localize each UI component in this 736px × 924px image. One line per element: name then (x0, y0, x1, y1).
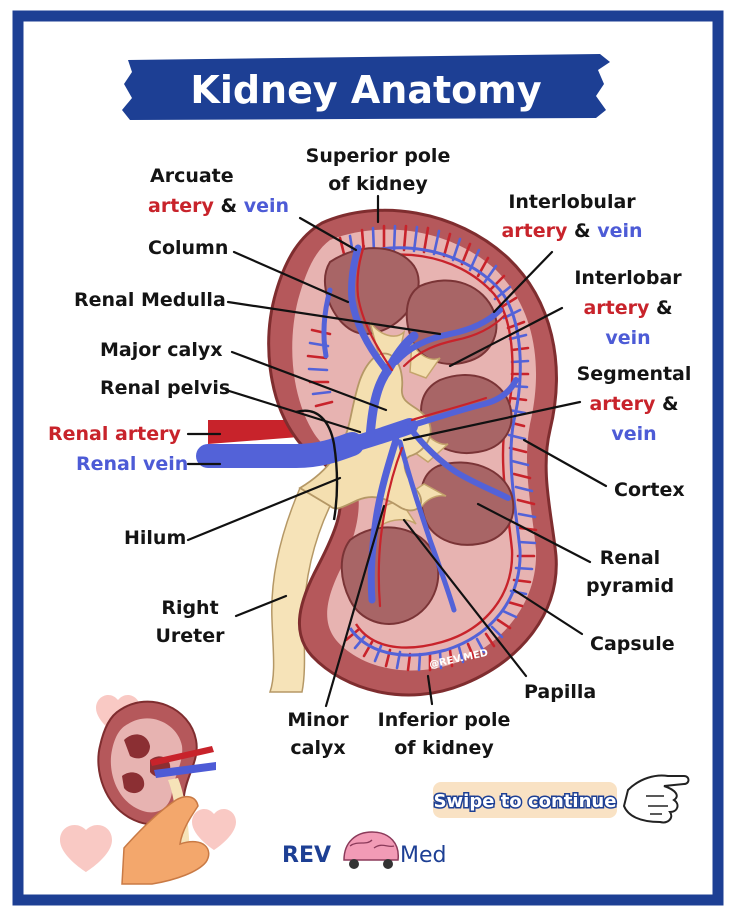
brand-left: REV (282, 843, 331, 868)
svg-text:Segmental: Segmental (577, 363, 692, 385)
title-banner: Kidney Anatomy (122, 54, 610, 120)
mini-kidney-illustration (60, 694, 236, 885)
leader-renal-pyramid (476, 502, 592, 564)
label-renal-artery: Renal artery (48, 423, 182, 445)
outer-frame (12, 10, 724, 906)
leader-lines (186, 194, 608, 708)
ureter (268, 486, 331, 693)
label-renal-pelvis: Renal pelvis (100, 377, 230, 399)
page-title: Kidney Anatomy (190, 68, 541, 112)
arterial-tree (356, 244, 506, 608)
label-inferior-pole: Inferior pole of kidney (378, 709, 511, 759)
label-renal-pyramid: Renal pyramid (586, 547, 674, 597)
svg-text:vein: vein (611, 423, 656, 445)
renal-pyramids (323, 247, 515, 625)
svg-text:calyx: calyx (290, 737, 345, 759)
svg-text:of kidney: of kidney (328, 173, 428, 195)
svg-text:Superior pole: Superior pole (306, 145, 451, 167)
svg-text:Ureter: Ureter (155, 625, 225, 647)
brand-right: Med (400, 843, 446, 868)
label-column: Column (148, 237, 228, 259)
svg-text:vein: vein (605, 327, 650, 349)
svg-text:Interlobar: Interlobar (574, 267, 682, 289)
label-cortex: Cortex (614, 479, 685, 501)
svg-text:Arcuate: Arcuate (150, 165, 234, 187)
leader-right-ureter (234, 594, 288, 618)
svg-text:of kidney: of kidney (394, 737, 494, 759)
label-interlobar: Interlobar artery & vein (574, 267, 682, 349)
label-right-ureter: Right Ureter (155, 597, 225, 647)
leader-hilum (186, 476, 342, 542)
leader-arcuate (298, 216, 358, 252)
brand-logo: REV Med (282, 831, 446, 869)
leader-interlobular (492, 250, 554, 314)
svg-text:Inferior pole: Inferior pole (378, 709, 511, 731)
leader-renal-pelvis (224, 388, 362, 434)
leader-papilla (402, 518, 528, 678)
arcuate-vessels (335, 246, 522, 657)
svg-text:Right: Right (161, 597, 218, 619)
swipe-to-continue-button[interactable]: Swipe to continue (432, 782, 618, 818)
label-renal-vein: Renal vein (76, 453, 188, 475)
heart-icon (192, 808, 236, 850)
arcuate-artery-arc (339, 253, 514, 649)
label-segmental: Segmental artery & vein (577, 363, 692, 445)
leader-capsule (512, 588, 584, 636)
leader-cortex (522, 438, 608, 488)
leader-minor-calyx (324, 504, 386, 708)
leader-segmental (402, 400, 582, 442)
pyramid-upper-right (405, 279, 498, 365)
leader-renal-medulla (226, 300, 442, 336)
svg-text:artery & vein: artery & vein (148, 195, 289, 217)
label-minor-calyx: Minor calyx (287, 709, 349, 759)
svg-text:artery &: artery & (583, 297, 672, 319)
brain-car-icon (343, 831, 399, 869)
hand-icon (121, 795, 210, 885)
label-arcuate: Arcuate artery & vein (148, 165, 289, 217)
label-renal-medulla: Renal Medulla (74, 289, 226, 311)
heart-icon (60, 825, 112, 872)
label-superior-pole: Superior pole of kidney (306, 145, 451, 195)
renal-artery-vessel (208, 420, 312, 444)
label-papilla: Papilla (524, 681, 596, 703)
leader-interlobar (448, 306, 564, 368)
leader-inferior-pole (426, 674, 434, 706)
hilum-bracket (295, 409, 339, 521)
renal-vein-vessel (196, 432, 364, 468)
swipe-button-label: Swipe to continue (434, 791, 617, 812)
pyramid-bottom (340, 526, 440, 625)
label-capsule: Capsule (590, 633, 675, 655)
svg-text:Renal: Renal (600, 547, 660, 569)
svg-text:pyramid: pyramid (586, 575, 674, 597)
pointing-hand-icon (622, 774, 690, 824)
svg-text:artery &: artery & (589, 393, 678, 415)
svg-text:Minor: Minor (287, 709, 349, 731)
label-hilum: Hilum (124, 527, 186, 549)
leader-major-calyx (230, 350, 388, 412)
svg-text:Interlobular: Interlobular (508, 191, 636, 213)
leader-column (232, 250, 350, 304)
pyramid-top (323, 247, 420, 335)
label-major-calyx: Major calyx (100, 339, 223, 361)
svg-text:artery & vein: artery & vein (501, 220, 642, 242)
label-interlobular: Interlobular artery & vein (501, 191, 642, 242)
venous-tree (196, 244, 519, 613)
